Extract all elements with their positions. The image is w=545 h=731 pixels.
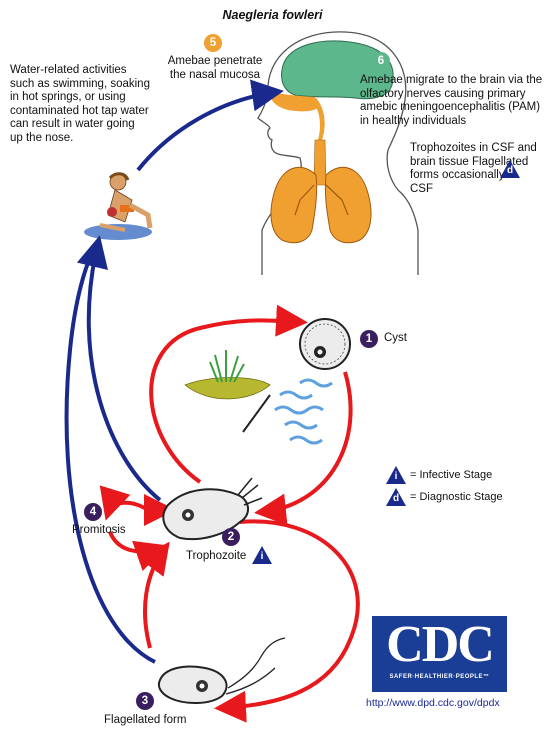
legend-diagnostic: d = Diagnostic Stage (386, 488, 503, 506)
water-waves (275, 380, 332, 443)
legend-diagnostic-label: = Diagnostic Stage (410, 491, 503, 503)
legend-diagnostic-letter: d (386, 493, 406, 504)
diagnostic-stage-icon-letter: d (500, 165, 520, 176)
stage-1-badge: 1 (360, 330, 378, 348)
legend-diagnostic-icon: d (386, 488, 406, 506)
cdc-logo-letters: CDC (372, 616, 507, 674)
right-lung (325, 167, 371, 242)
legend-infective: i = Infective Stage (386, 466, 503, 484)
stage-3-badge: 3 (136, 692, 154, 710)
cdc-logo: CDC SAFER·HEALTHIER·PEOPLE™ (372, 616, 507, 692)
stage-2-badge: 2 (222, 528, 240, 546)
legend-infective-letter: i (386, 471, 406, 482)
arrow-trophozoite-to-swimmer (89, 243, 160, 500)
cdc-logo-tagline: SAFER·HEALTHIER·PEOPLE™ (372, 674, 507, 680)
promitosis-label: Promitosis (72, 524, 126, 538)
cyst-drawing (300, 319, 350, 369)
soil-and-grass (185, 350, 270, 399)
arrow-flagellate-to-trophozoite (145, 548, 165, 648)
swimmer-figure (84, 174, 152, 240)
trophozoite-drawing (163, 478, 262, 539)
infective-stage-icon-letter: i (252, 551, 272, 562)
arrow-flagellate-to-swimmer (67, 245, 155, 662)
arrow-swimmer-to-nose (138, 92, 276, 170)
legend-infective-icon: i (386, 466, 406, 484)
arrow-trophozoite-to-cyst (151, 320, 300, 482)
infective-stage-icon: i (252, 546, 272, 564)
diagnostic-stage-icon: d (500, 160, 520, 178)
stage-4-badge: 4 (84, 503, 102, 521)
legend-infective-label: = Infective Stage (410, 469, 492, 481)
stage-6-badge: 6 (372, 52, 390, 70)
source-url[interactable]: http://www.dpd.cdc.gov/dpdx (366, 697, 500, 709)
arrow-promitosis-out (108, 503, 155, 515)
cyst-label: Cyst (384, 332, 407, 346)
flagellated-form-label: Flagellated form (104, 714, 186, 728)
stage-5-badge: 5 (204, 34, 222, 52)
left-lung (271, 167, 317, 242)
flagellate-drawing (159, 638, 285, 703)
water-activities-text: Water-related activities such as swimmin… (10, 64, 150, 145)
stage-5-text: Amebae penetrate the nasal mucosa (160, 55, 270, 82)
trophozoite-label: Trophozoite (186, 550, 246, 564)
legend: i = Infective Stage d = Diagnostic Stage (386, 466, 503, 506)
stage-6-text: Amebae migrate to the brain via the olfa… (360, 74, 545, 128)
